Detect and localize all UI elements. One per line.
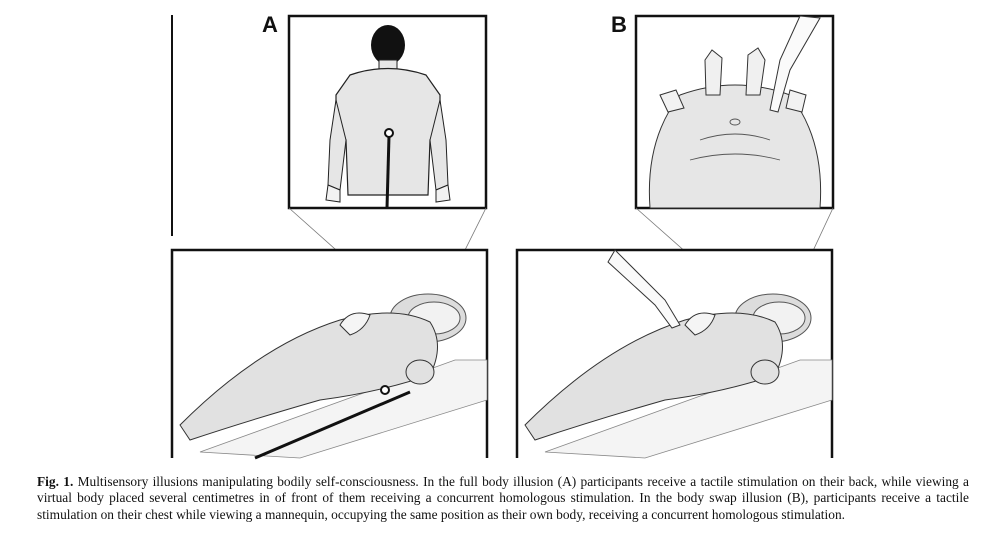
panel-a-inset <box>287 14 488 210</box>
caption-label: Fig. 1. <box>37 474 74 489</box>
panel-a-main <box>170 248 489 460</box>
stimulation-probe <box>384 128 394 138</box>
stimulating-hand <box>769 15 821 113</box>
lying-body <box>179 312 438 441</box>
panel-b-inset <box>634 14 835 210</box>
panel-b-label: B <box>611 12 627 37</box>
panel-a-label: A <box>262 12 278 37</box>
panel-b-main <box>515 248 834 459</box>
caption-text: Multisensory illusions manipulating bodi… <box>37 474 969 522</box>
figure-illustration <box>170 14 835 460</box>
head-hair <box>371 25 405 65</box>
figure-caption: Fig. 1. Multisensory illusions manipulat… <box>37 474 969 523</box>
figure-1: A B <box>170 12 835 460</box>
stimulation-stick <box>385 135 391 209</box>
